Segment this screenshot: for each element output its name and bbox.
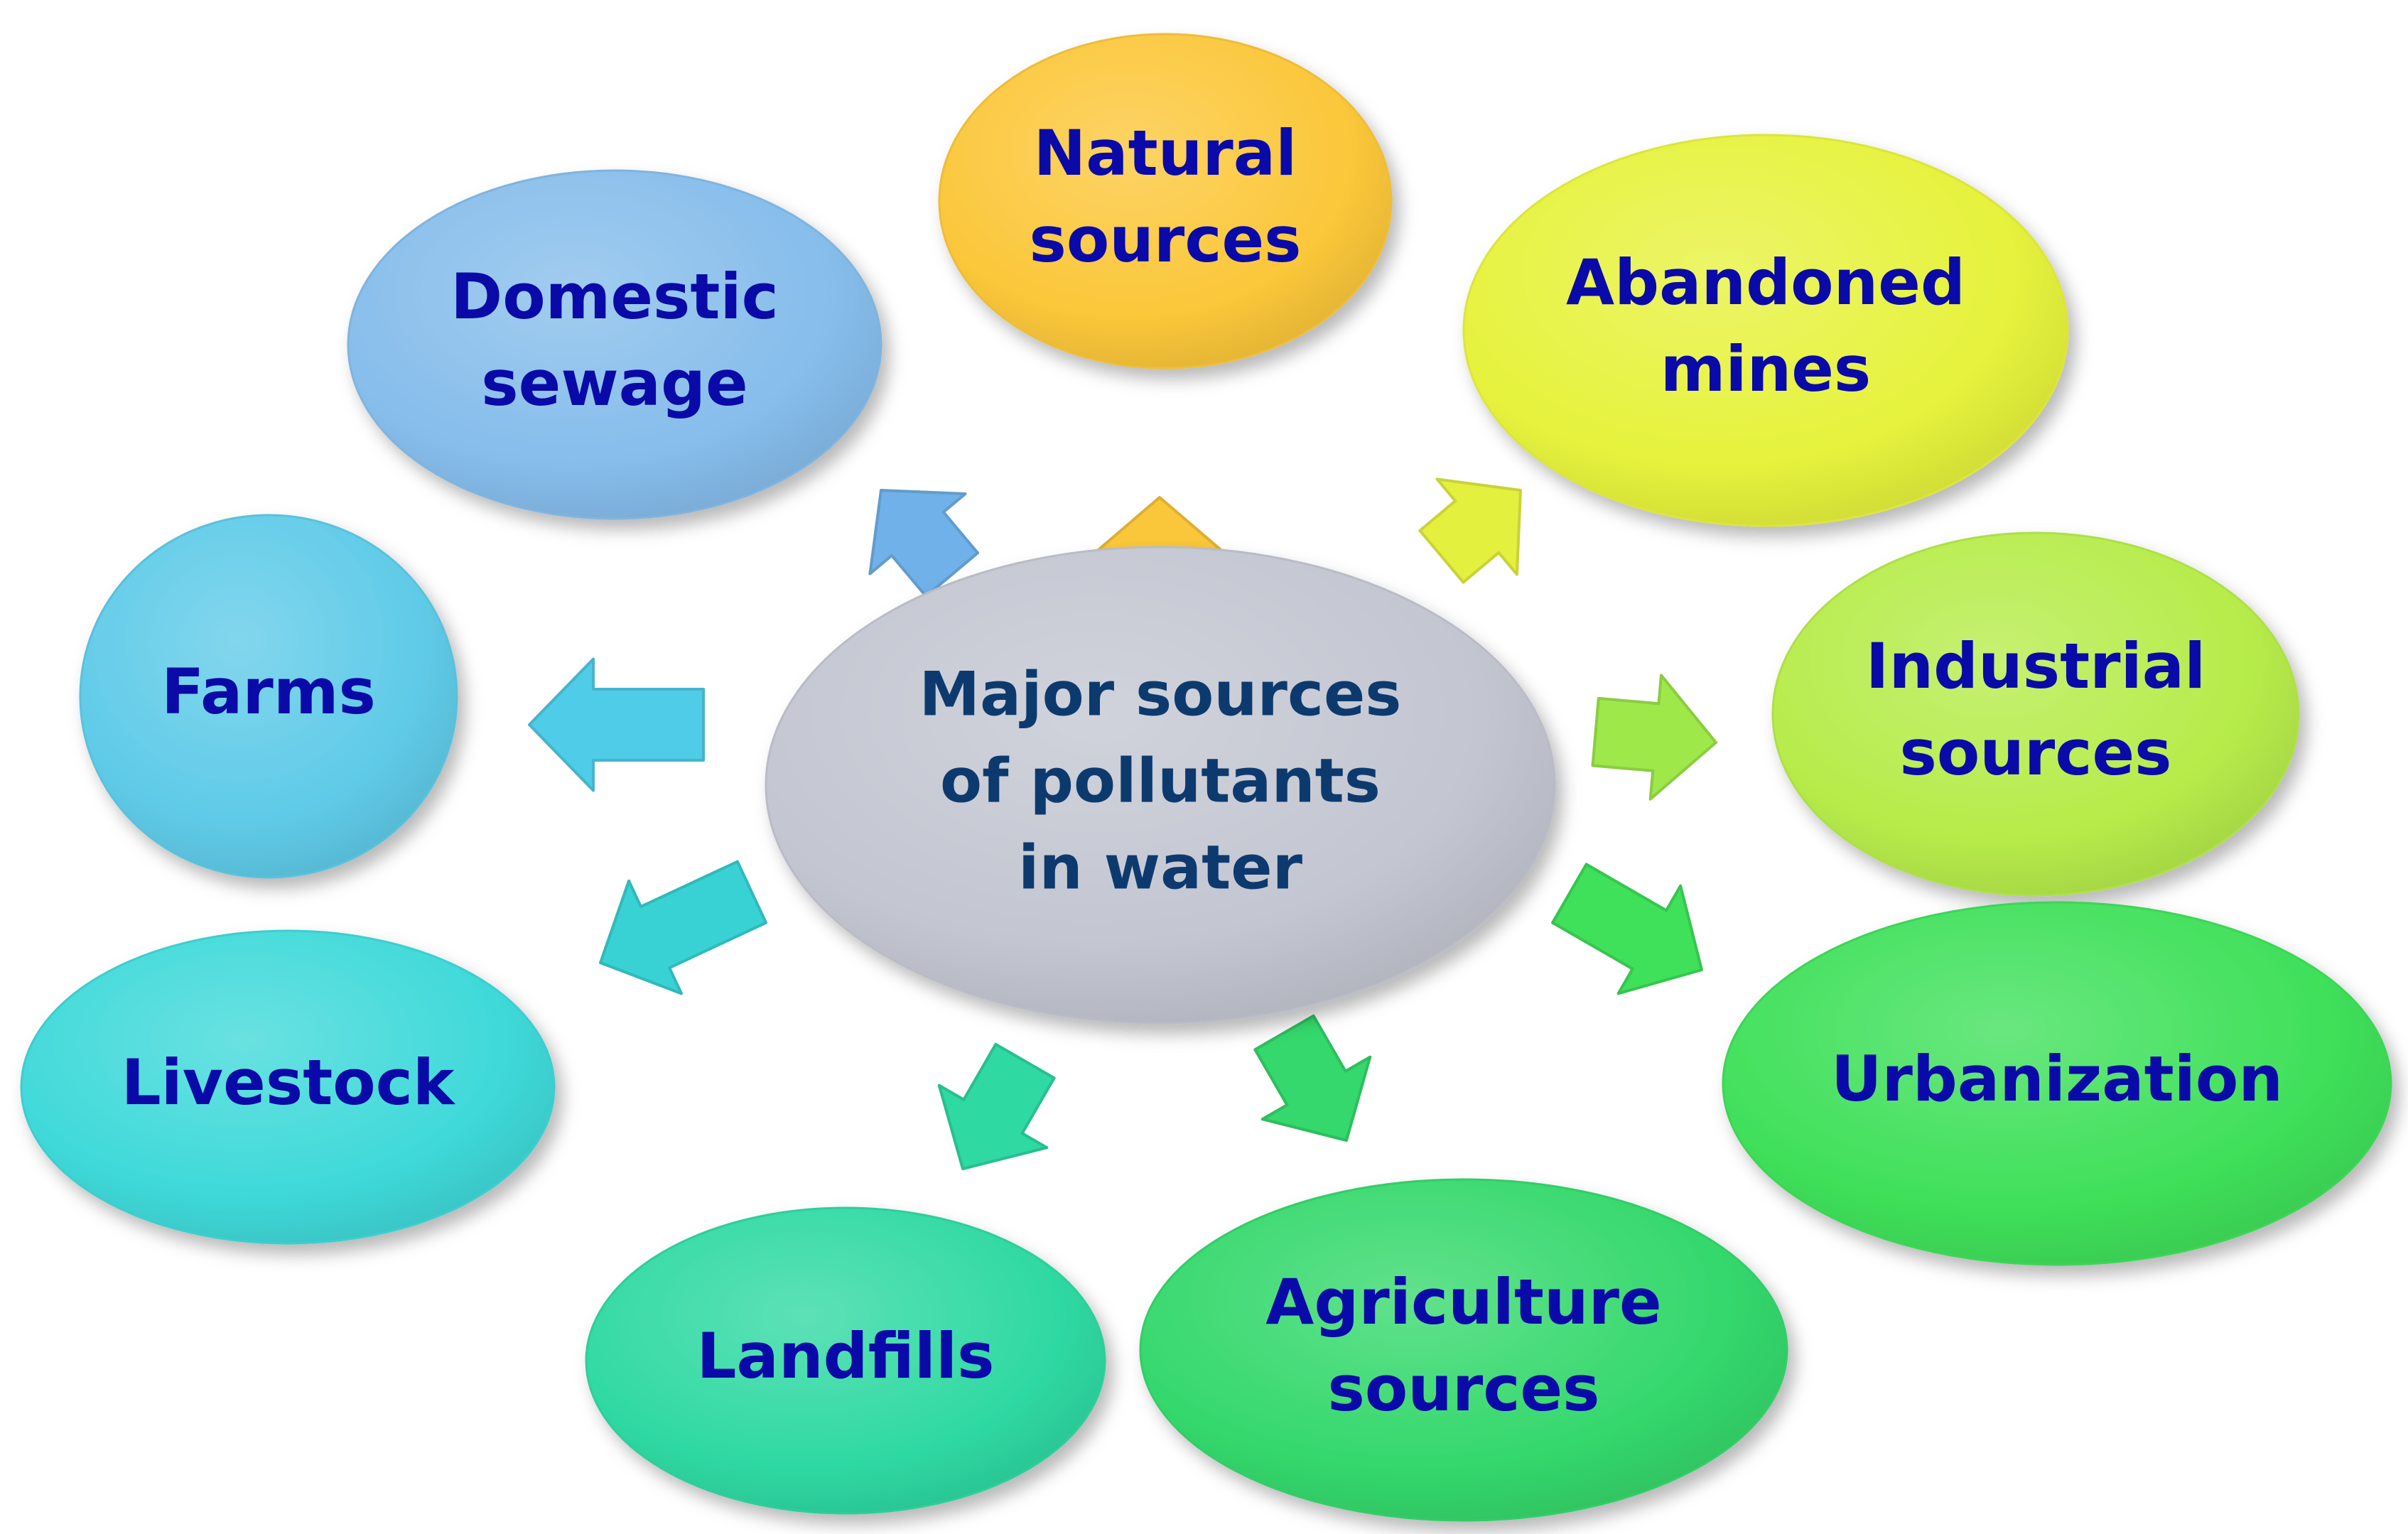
center-node: Major sources of pollutants in water [765, 546, 1556, 1025]
node-natural-sources: Natural sources [938, 33, 1393, 369]
node-abandoned-mines-label-line: Abandoned [1566, 246, 1965, 319]
node-livestock-label-line: Livestock [122, 1046, 456, 1119]
node-landfills: Landfills [585, 1206, 1106, 1515]
node-domestic-sewage: Domestic sewage [347, 169, 882, 520]
node-agriculture-sources: Agriculture sources [1139, 1178, 1788, 1522]
node-natural-sources-label-line: Natural [1034, 117, 1297, 190]
node-urbanization-ellipse [1722, 901, 2392, 1266]
arrow-shape-industrial-sources [1591, 674, 1717, 801]
node-domestic-sewage-label-line: sewage [481, 347, 747, 420]
node-industrial-sources-ellipse [1771, 531, 2300, 897]
arrow-to-urbanization [1551, 863, 1703, 995]
arrow-to-livestock [599, 860, 768, 995]
arrow-shape-landfills [937, 1042, 1056, 1170]
arrows-layer [528, 477, 1717, 1170]
node-agriculture-sources-label-line: Agriculture [1265, 1265, 1661, 1339]
node-natural-sources-label-line: sources [1029, 203, 1301, 276]
node-urbanization: Urbanization [1722, 901, 2392, 1266]
arrow-to-industrial-sources [1591, 674, 1717, 801]
node-landfills-ellipse [585, 1206, 1106, 1515]
arrow-to-agriculture-sources [1253, 1014, 1372, 1142]
arrow-shape-livestock [599, 860, 768, 995]
node-agriculture-sources-ellipse [1139, 1178, 1788, 1522]
node-farms-label-line: Farms [161, 655, 376, 728]
node-industrial-sources-label-line: sources [1899, 716, 2171, 789]
node-farms-ellipse [79, 514, 458, 879]
arrow-shape-abandoned-mines [1418, 477, 1522, 584]
arrow-to-domestic-sewage [868, 489, 980, 598]
arrow-to-landfills [937, 1042, 1056, 1170]
node-domestic-sewage-ellipse [347, 169, 882, 520]
node-industrial-sources-label-line: Industrial [1866, 630, 2206, 703]
node-farms: Farms [79, 514, 458, 879]
center-node-shape-label-line: of pollutants [940, 745, 1381, 816]
arrow-shape-farms [528, 657, 705, 792]
node-abandoned-mines: Abandoned mines [1462, 134, 2069, 527]
center-node-shape-label-line: in water [1018, 832, 1303, 903]
nodes-layer: NaturalsourcesAbandonedminesIndustrialso… [20, 33, 2392, 1522]
node-livestock-ellipse [20, 929, 556, 1245]
center-node-shape: Major sources of pollutants in water [765, 546, 1556, 1025]
node-industrial-sources: Industrial sources [1771, 531, 2300, 897]
node-urbanization-label-line: Urbanization [1831, 1042, 2283, 1116]
node-livestock: Livestock [20, 929, 556, 1245]
node-domestic-sewage-label-line: Domestic [450, 260, 779, 333]
node-landfills-label-line: Landfills [696, 1319, 994, 1393]
center-node-shape-label-line: Major sources [919, 659, 1402, 730]
node-abandoned-mines-ellipse [1462, 134, 2069, 527]
arrow-to-abandoned-mines [1418, 477, 1522, 584]
arrow-to-farms [528, 657, 705, 792]
arrow-shape-urbanization [1551, 863, 1703, 995]
arrow-shape-domestic-sewage [868, 489, 980, 598]
center-node-shape-ellipse [765, 546, 1556, 1025]
node-natural-sources-ellipse [938, 33, 1393, 369]
node-abandoned-mines-label-line: mines [1661, 333, 1872, 406]
arrow-shape-agriculture-sources [1253, 1014, 1372, 1142]
node-agriculture-sources-label-line: sources [1327, 1352, 1599, 1425]
